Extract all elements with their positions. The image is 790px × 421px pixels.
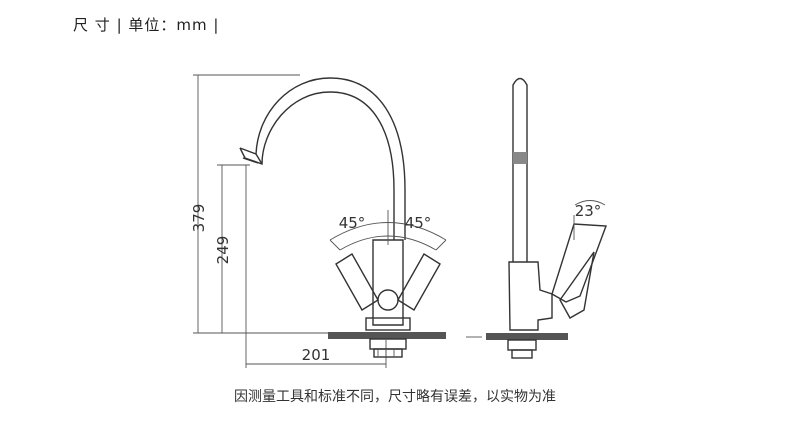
header-separator: | [116,16,123,34]
side-view: 23° [466,77,607,359]
height-total-label: 379 [190,204,208,233]
height-spout-label: 249 [214,236,232,265]
front-view: 379 249 201 45° 45° [190,74,447,368]
reach-label: 201 [302,346,331,364]
header-separator-end: | [213,16,220,34]
header-unit: 单位：mm [128,16,208,34]
dimension-header: 尺 寸 | 单位：mm | [73,14,219,35]
angle-handle-label: 23° [575,202,602,220]
measurement-disclaimer: 因测量工具和标准不同，尺寸略有误差，以实物为准 [234,389,556,405]
angle-right-label: 45° [405,214,432,232]
header-label: 尺 寸 [73,16,111,34]
angle-left-label: 45° [339,214,366,232]
